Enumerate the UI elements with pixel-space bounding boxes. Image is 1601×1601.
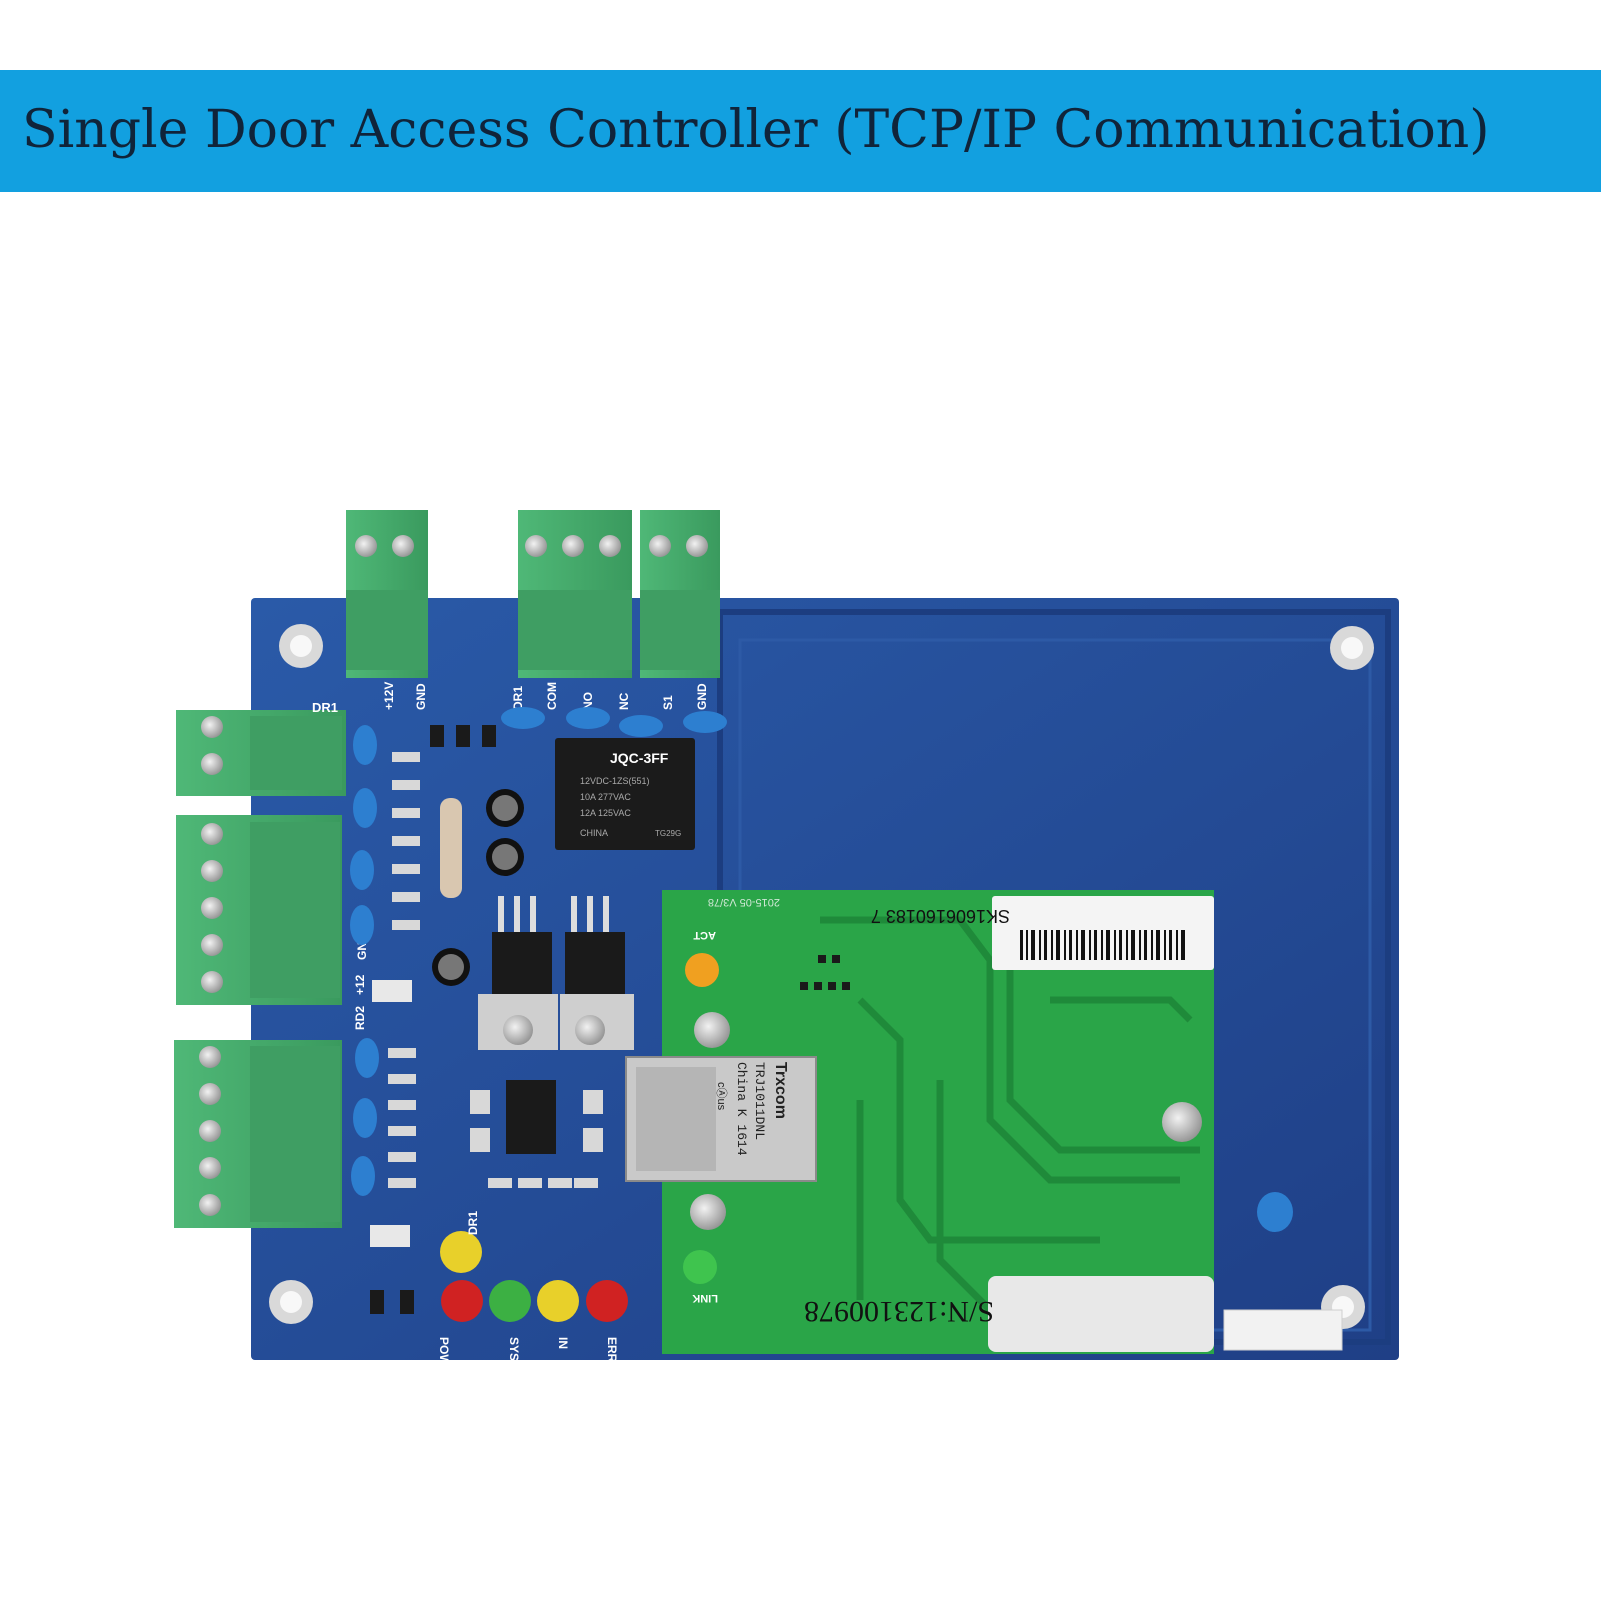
title-banner: Single Door Access Controller (TCP/IP Co… [0,70,1601,192]
led-label-power: POWER [437,1337,451,1383]
fuse-1 [372,980,412,1002]
label-no: NO [581,692,595,710]
barcode-sticker: SK1606160183 7 [871,896,1214,970]
led-label-err: ERR [605,1337,619,1363]
module-screw-1 [694,1012,730,1048]
label-gnd: GND [414,683,428,710]
led-label-sys: SYS [507,1337,521,1361]
varistors [350,707,1293,1232]
module-screw-3 [1162,1102,1202,1142]
terminal-left-1 [176,710,346,796]
label-gnd-2: GND [695,683,709,710]
label-dr1: DR1 [511,686,525,710]
smd-diodes [370,725,496,1314]
relay-line3: 12A 125VAC [580,808,631,818]
serial-number: S/N:123100978 [804,1295,994,1328]
terminal-left-3 [174,1040,342,1228]
capacitors [432,789,524,986]
module-date: 2015-05 V3/78 [708,896,780,908]
relay-line5: TG29G [655,829,681,838]
relay-model: JQC-3FF [610,750,669,766]
white-connector [1223,1309,1343,1351]
fuse-2 [370,1225,410,1247]
relay-line4: CHINA [580,828,608,838]
terminal-power [346,510,428,678]
terminal-sensor [640,510,720,678]
ic-chip [506,1080,556,1154]
label-nc: NC [617,692,631,710]
terminal-relay [518,510,632,678]
module-screw-2 [690,1194,726,1230]
label-left-p12: +12 [353,974,367,995]
act-label: ACT [693,929,716,941]
voltage-regulators [478,896,634,1050]
relay: JQC-3FF 12VDC-1ZS(551) 10A 277VAC 12A 12… [555,738,695,850]
terminal-left-2 [176,815,342,1005]
barcode-text: SK1606160183 7 [871,906,1010,926]
label-12v: +12V [382,682,396,710]
act-led [685,953,719,987]
label-s1: S1 [661,695,675,710]
led-label-in: IN [556,1337,570,1349]
resistor-large [440,798,462,898]
rj45-brand: Trxcom [772,1062,789,1119]
relay-line2: 10A 277VAC [580,792,631,802]
status-leds [440,1231,628,1322]
rj45-model: TRJ1011DNL [752,1062,767,1140]
led-label-dr1: DR1 [466,1211,480,1235]
barcode-bars [1020,930,1185,960]
label-left-dr1: DR1 [312,700,338,715]
serial-sticker: S/N:123100978 [804,1276,1214,1352]
banner-title: Single Door Access Controller (TCP/IP Co… [22,100,1490,160]
label-left-rd2: RD2 [353,1006,367,1030]
link-led [683,1250,717,1284]
label-com: COM [545,682,559,710]
rj45-port: Trxcom TRJ1011DNL China K 1614 cⒶus [625,1056,817,1182]
smd-resistors [388,752,603,1188]
link-label: LINK [692,1292,718,1304]
relay-line1: 12VDC-1ZS(551) [580,776,650,786]
rj45-origin: China K 1614 [734,1062,749,1156]
rj45-cert: cⒶus [715,1082,728,1111]
